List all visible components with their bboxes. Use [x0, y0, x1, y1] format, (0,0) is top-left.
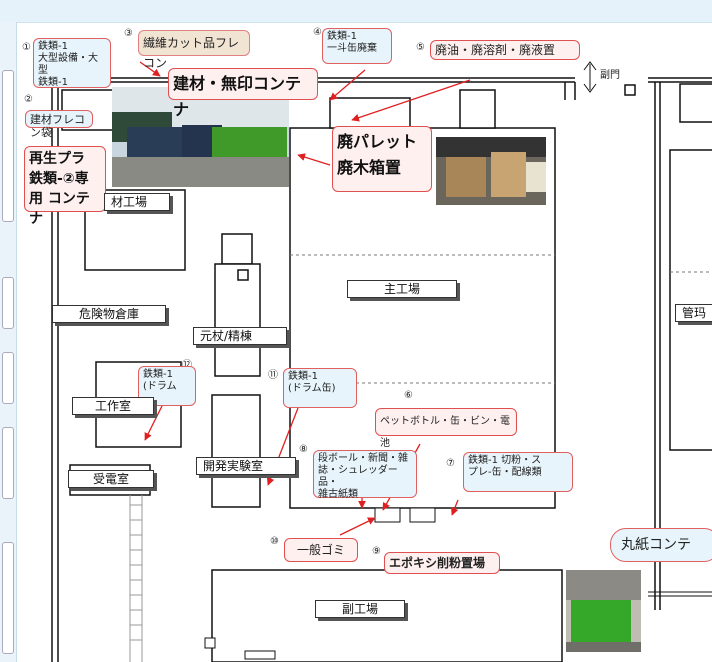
callout-can-disposal: 鉄類-1 一斗缶廃棄 — [322, 28, 392, 64]
marker-number: ⑦ — [446, 458, 455, 469]
side-panel-segment[interactable] — [2, 542, 14, 654]
label-main-factory: 主工場 — [347, 280, 457, 298]
callout-iron-drum-can: 鉄類-1 (ドラム缶) — [283, 368, 357, 408]
callout-building-container: 建材・無印コンテナ — [168, 68, 318, 119]
side-panel-segment[interactable] — [2, 427, 14, 499]
container-photo — [112, 87, 289, 187]
callout-pet-bottles: ペットボトル・缶・ビン・電池 — [375, 408, 517, 449]
side-panel-segment[interactable] — [2, 352, 14, 404]
callout-building-bag: 建材フレコン袋 — [25, 110, 93, 139]
window-top-bar — [0, 0, 712, 23]
marker-number: ⑧ — [299, 444, 308, 455]
genkou-building-outline — [211, 233, 261, 508]
marker-number: ⑤ — [416, 42, 425, 53]
paper-container-photo — [566, 570, 641, 652]
marker-number: ⑫ — [182, 356, 192, 371]
callout-epoxy-dust: エポキシ削粉置場 — [384, 552, 500, 574]
marker-number: ④ — [313, 27, 322, 38]
parking-lot — [129, 495, 143, 662]
label-sub-factory: 副工場 — [315, 600, 405, 618]
marker-number: ⑨ — [372, 546, 381, 557]
management-building-outline — [624, 83, 712, 451]
label-dev-lab: 開発実験室 — [196, 457, 296, 475]
pallet-photo — [436, 137, 546, 205]
callout-fiber-bag: 繊維カット品フレコン — [138, 30, 250, 70]
label-substation: 受電室 — [68, 470, 154, 488]
callout-recycle-plastic: 再生プラ 鉄類-②専 用 コンテナ — [24, 146, 106, 227]
marker-number: ② — [24, 94, 33, 105]
callout-iron-chips: 鉄類-1 切粉・ス プレ-缶・配線類 — [463, 452, 573, 492]
marker-number: ③ — [124, 28, 133, 39]
marker-number: ⑥ — [404, 390, 413, 401]
label-material-factory: 材工場 — [104, 193, 170, 211]
marker-number: ⑪ — [268, 370, 278, 381]
gate-label: 副門 — [600, 70, 620, 81]
side-panel-segment[interactable] — [2, 277, 14, 329]
label-workshop: 工作室 — [72, 397, 154, 415]
callout-paper-container: 丸紙コンテ — [610, 528, 712, 562]
label-genkou-building: 元杖/精棟 — [193, 327, 287, 345]
callout-iron-large-equipment: 鉄類-1 大型設備・大型 鉄類-1 — [33, 38, 111, 88]
marker-number: ① — [22, 42, 31, 53]
callout-general-waste: 一般ゴミ — [284, 538, 358, 562]
label-management: 管玛 — [675, 304, 712, 322]
left-side-panel — [0, 22, 17, 662]
marker-number: ⑩ — [270, 536, 279, 547]
callout-cardboard: 段ボール・新聞・雑 誌・シュレッダー品・ 雑古紙類 — [313, 450, 417, 500]
gate-icon — [583, 61, 597, 93]
label-hazard-warehouse: 危険物倉庫 — [52, 305, 166, 323]
callout-waste-oil: 廃油・廃溶剤・廃液置 — [430, 40, 580, 60]
side-panel-segment[interactable] — [2, 70, 14, 222]
callout-waste-pallet: 廃パレット 廃木箱置 — [332, 126, 432, 192]
